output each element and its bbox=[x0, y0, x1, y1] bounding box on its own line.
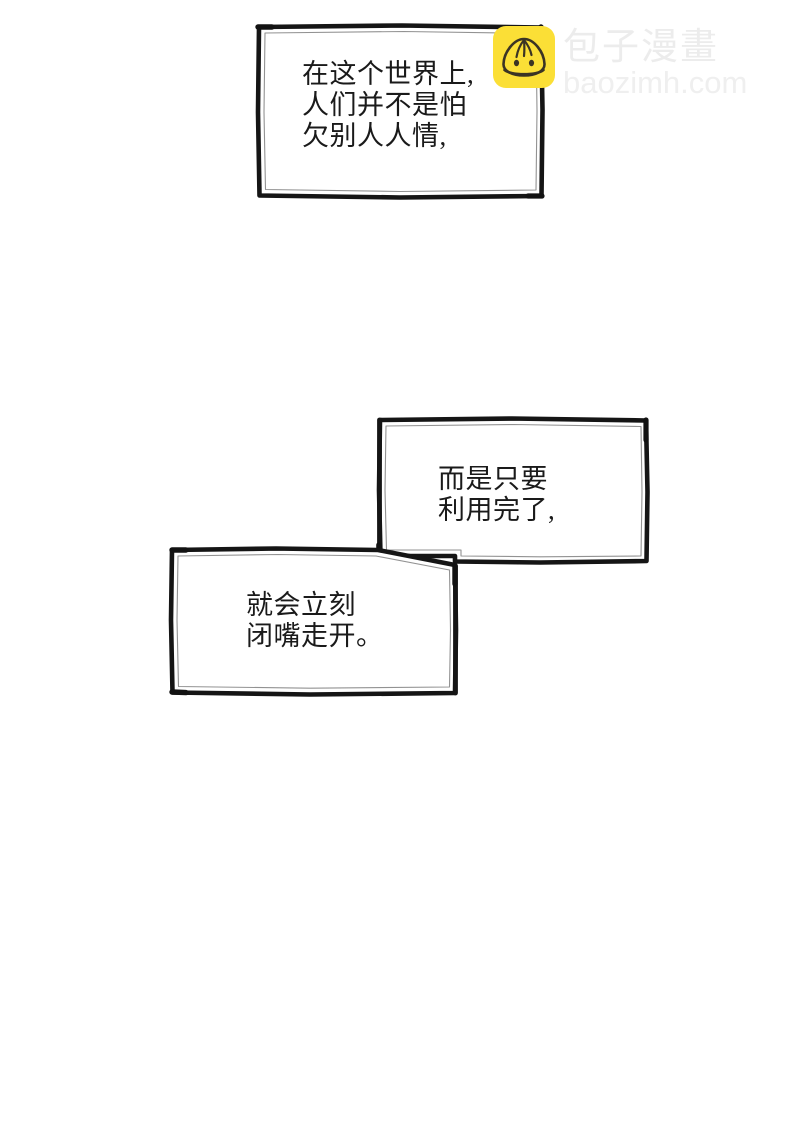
panel-1-dialogue-text: 在这个世界上, 人们并不是怕 欠别人人情, bbox=[302, 59, 475, 151]
panel-3-frame bbox=[168, 546, 459, 697]
panel-2-dialogue-text: 而是只要 利用完了, bbox=[438, 464, 556, 525]
panel-1-frame bbox=[255, 23, 545, 200]
panel-3-dialogue-text: 就会立刻 闭嘴走开。 bbox=[246, 590, 384, 651]
panel-2-frame bbox=[376, 416, 650, 565]
